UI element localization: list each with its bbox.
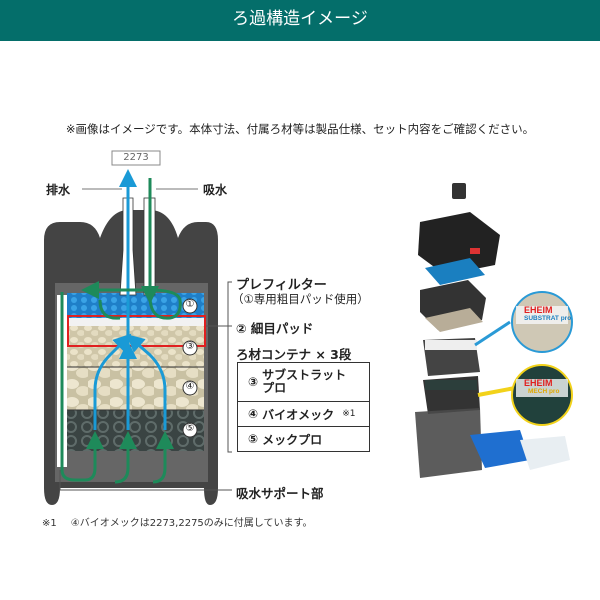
marker-3: ③ <box>185 341 195 352</box>
media-name: サブストラットプロ <box>262 369 346 395</box>
footnote: ※1 ④バイオメックは2273,2275のみに付属しています。 <box>42 514 327 529</box>
media-row-substrat: ③ サブストラットプロ <box>238 363 369 402</box>
marker-1: ① <box>185 299 195 310</box>
callout-substrat-pro: SUBSTRAT pro <box>524 315 572 322</box>
media-row-mechpro: ⑤ メックプロ <box>238 427 369 451</box>
media-name: メックプロ <box>262 432 323 447</box>
model-box <box>111 150 161 166</box>
media-name: バイオメック <box>262 407 335 422</box>
layer-biomech <box>67 367 204 410</box>
fine-pad-label: ② 細目パッド <box>236 321 314 336</box>
prefilter-label: プレフィルター <box>236 278 327 293</box>
brand-logo-2: EHEIM <box>524 378 553 388</box>
media-num: ④ <box>248 407 259 421</box>
marker-5: ⑤ <box>185 423 195 434</box>
disclaimer-note: ※画像はイメージです。本体寸法、付属ろ材等は製品仕様、セット内容をご確認ください… <box>65 122 535 136</box>
media-name-line1: サブストラット <box>262 368 347 382</box>
marker-4: ④ <box>185 381 195 392</box>
brand-logo-1: EHEIM <box>524 305 553 315</box>
outlet-label: 排水 <box>46 183 71 197</box>
footnote-text: ④バイオメックは2273,2275のみに付属しています。 <box>70 518 313 529</box>
media-row-biomech: ④ バイオメック ※1 <box>238 402 369 427</box>
layer-fine-pad <box>67 318 204 326</box>
model-number: 2273 <box>123 152 149 163</box>
callout-mech-pro: MECH pro <box>528 388 560 395</box>
media-name-line2: プロ <box>262 381 287 395</box>
media-num: ③ <box>248 374 259 389</box>
media-num: ⑤ <box>248 432 259 446</box>
media-note: ※1 <box>342 409 356 419</box>
section-header: ろ過構造イメージ <box>0 0 600 41</box>
footnote-mark: ※1 <box>42 518 57 529</box>
media-table: ③ サブストラットプロ ④ バイオメック ※1 ⑤ メックプロ <box>237 362 370 452</box>
inlet-label: 吸水 <box>203 183 228 197</box>
product-exploded-image <box>415 183 573 478</box>
container-label: ろ材コンテナ × 3段 <box>236 347 352 362</box>
prefilter-sub-label: （①専用粗目パッド使用） <box>232 292 369 306</box>
support-label: 吸水サポート部 <box>236 486 324 501</box>
